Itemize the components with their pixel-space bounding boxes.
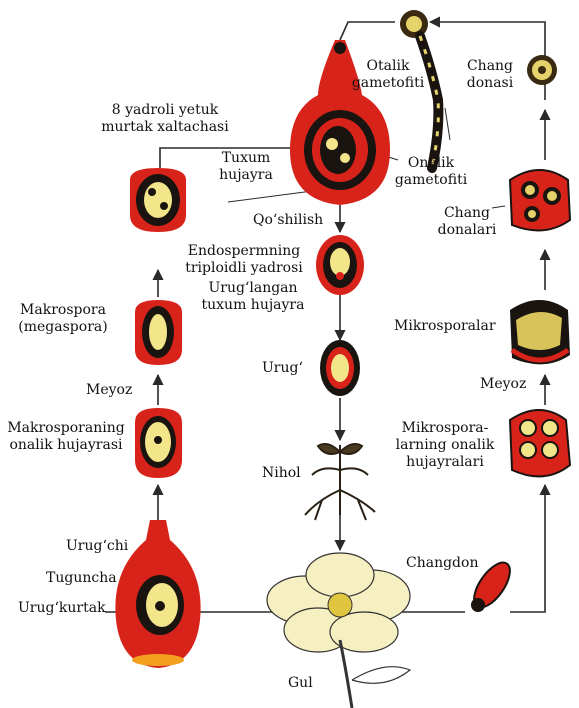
macrospore-icon xyxy=(135,300,182,365)
label-flower: Gul xyxy=(288,675,313,692)
label-meiosis-left: Meyoz xyxy=(86,382,132,399)
embryo-sac-mature-icon xyxy=(130,168,186,232)
label-fertilized-egg: Urug‘langan tuxum hujayra xyxy=(190,280,316,314)
label-male-gametophyte: Otalik gametofiti xyxy=(348,58,428,92)
label-embryo-sac: 8 yadroli yetuk murtak xaltachasi xyxy=(80,102,250,136)
label-endosperm-nucleus: Endospermning triploidli yadrosi xyxy=(174,243,314,277)
label-macrospore-mother: Makrosporaning onalik hujayrasi xyxy=(4,420,128,454)
seed-icon xyxy=(320,340,360,396)
label-ovule-bud: Urug‘kurtak xyxy=(18,600,106,617)
label-microspores: Mikrosporalar xyxy=(394,318,496,335)
macrospore-mother-cell-icon xyxy=(135,408,182,478)
label-ovary: Urug‘chi xyxy=(66,538,128,555)
microspore-mother-cells-icon xyxy=(510,410,570,476)
label-microspore-mother: Mikrospora- larning onalik hujayralari xyxy=(390,420,500,471)
label-female-gametophyte: Onalik gametofiti xyxy=(386,155,476,189)
label-fertilization: Qo‘shilish xyxy=(253,212,323,229)
pollen-grains-icon xyxy=(510,170,570,230)
label-pollen-grain: Chang donasi xyxy=(455,58,525,92)
label-ovule: Tuguncha xyxy=(46,570,117,587)
fertilized-ovule-icon xyxy=(316,235,364,295)
label-anther: Changdon xyxy=(406,555,478,572)
pollen-grain-icon xyxy=(527,55,557,85)
seedling-icon xyxy=(305,444,375,520)
label-macrospore: Makrospora (megaspora) xyxy=(4,302,122,336)
label-meiosis-right: Meyoz xyxy=(480,376,526,393)
label-seedling: Nihol xyxy=(262,465,301,482)
label-pollen-grains: Chang donalari xyxy=(432,205,502,239)
label-seed: Urug‘ xyxy=(262,360,303,377)
label-egg-cell: Tuxum hujayra xyxy=(206,150,286,184)
microspores-icon xyxy=(510,300,570,364)
